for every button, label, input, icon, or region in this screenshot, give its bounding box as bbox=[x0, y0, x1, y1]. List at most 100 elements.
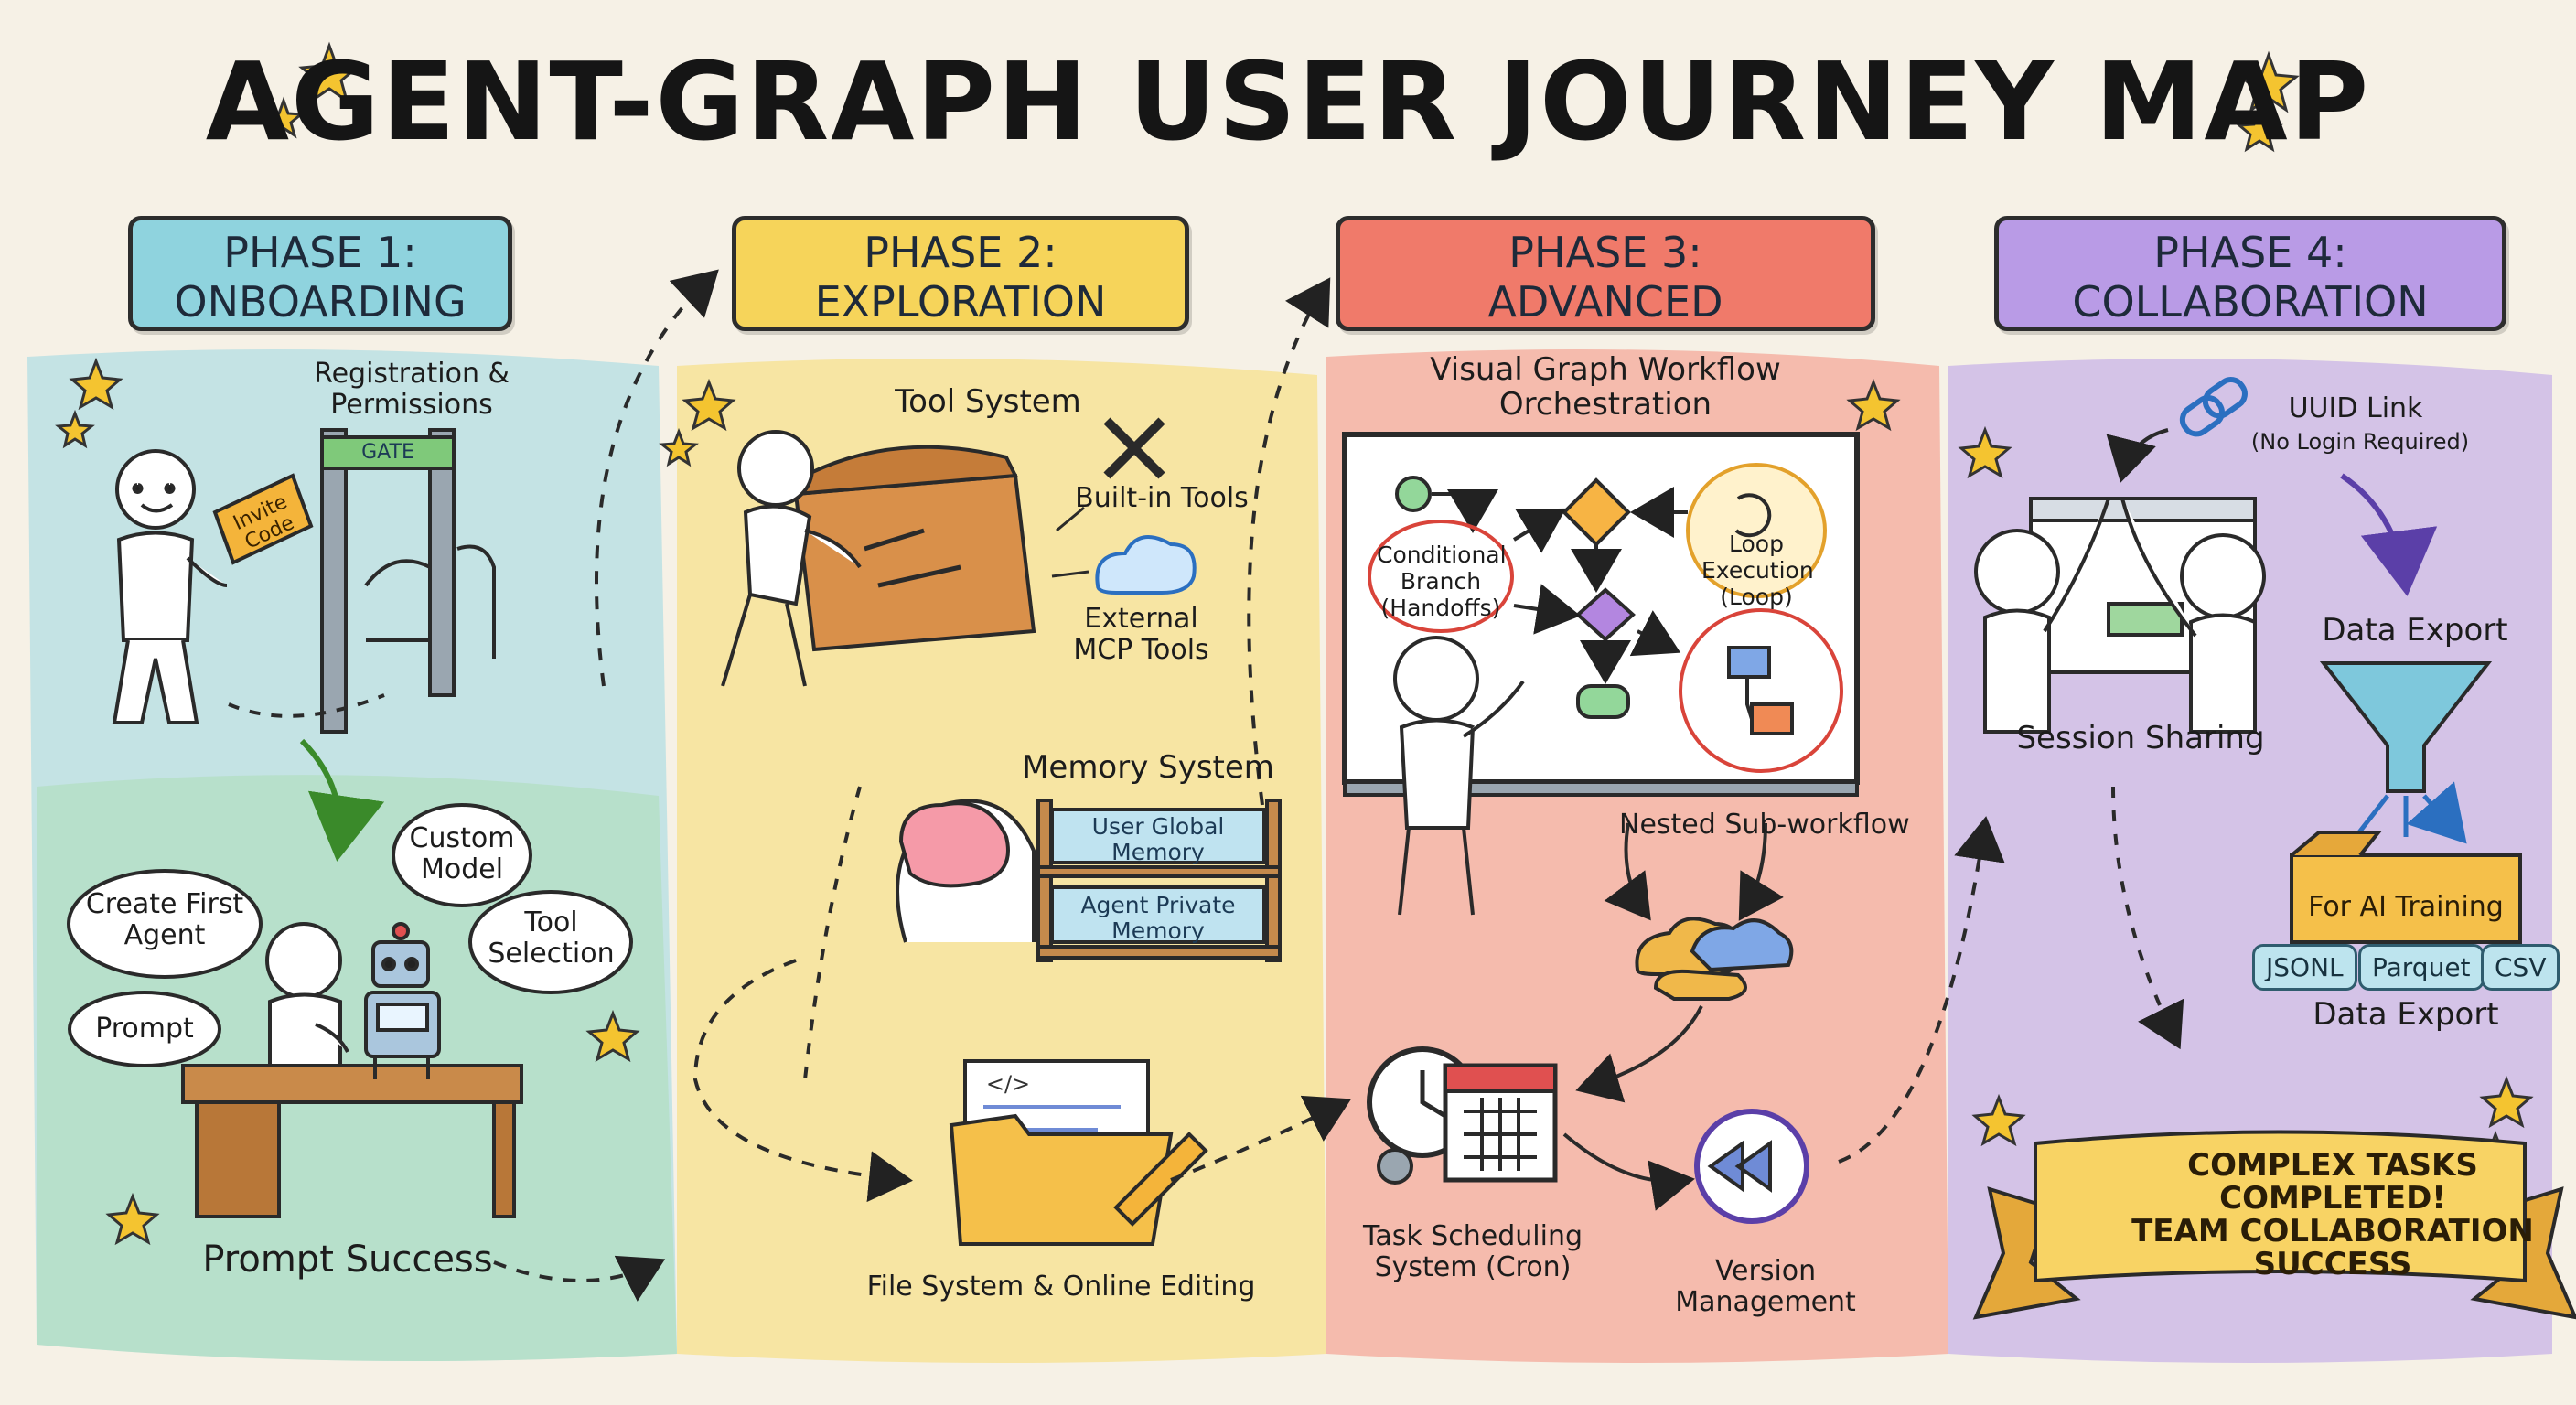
format-csv-chip: CSV bbox=[2481, 944, 2560, 991]
registration-label: Registration & Permissions bbox=[314, 358, 510, 421]
star-icon bbox=[298, 41, 360, 104]
toolbox-icon bbox=[792, 445, 1036, 652]
code-glyph: </> bbox=[985, 1071, 1031, 1097]
custom-model-label: Custom Model bbox=[409, 822, 515, 885]
success-banner-text: COMPLEX TASKS COMPLETED! TEAM COLLABORAT… bbox=[2077, 1149, 2576, 1281]
bubble-custom-model bbox=[392, 803, 532, 907]
phase2-header: PHASE 2: EXPLORATION bbox=[732, 216, 1189, 331]
dashed-path-p1-p2 bbox=[493, 1255, 666, 1302]
bubble-tool-selection bbox=[468, 890, 633, 994]
phase4-title: COLLABORATION bbox=[2072, 277, 2429, 327]
page-title: AGENT-GRAPH USER JOURNEY MAP bbox=[205, 38, 2371, 165]
user-global-memory-label: User Global Memory bbox=[1091, 813, 1225, 865]
external-mcp-label: External MCP Tools bbox=[1073, 603, 1209, 666]
star-icon bbox=[1958, 425, 2012, 479]
phase1-illustrations bbox=[67, 428, 666, 1302]
merge-diamond bbox=[1575, 587, 1636, 642]
chain-link-icon bbox=[2179, 377, 2248, 437]
training-box-icon bbox=[2290, 831, 2522, 944]
phase3-number: PHASE 3: bbox=[1508, 228, 1702, 277]
nested-subworkflow-label: Nested Sub-workflow bbox=[1619, 809, 1910, 841]
phase3-title: ADVANCED bbox=[1487, 277, 1723, 327]
gear-icon bbox=[1377, 1148, 1413, 1185]
data-export-bottom-label: Data Export bbox=[2313, 996, 2499, 1033]
file-system-label: File System & Online Editing bbox=[866, 1271, 1256, 1303]
pencil-icon bbox=[1113, 1132, 1208, 1227]
ai-training-label: For AI Training bbox=[2308, 891, 2504, 923]
stick-figure-icon bbox=[721, 430, 862, 687]
banner-line-1: COMPLEX TASKS bbox=[2187, 1147, 2478, 1184]
task-scheduling-label: Task Scheduling System (Cron) bbox=[1362, 1220, 1583, 1283]
prompt-success-label: Prompt Success bbox=[202, 1239, 493, 1281]
create-agent-label: Create First Agent bbox=[85, 888, 244, 951]
gate-label: GATE bbox=[361, 441, 414, 464]
phase1-title: ONBOARDING bbox=[174, 277, 467, 327]
stick-figure-icon bbox=[1393, 636, 1525, 916]
bubble-prompt bbox=[68, 991, 221, 1067]
gate-icon bbox=[320, 428, 496, 734]
agent-private-memory-label: Agent Private Memory bbox=[1080, 892, 1236, 944]
success-banner-icon bbox=[1972, 1130, 2576, 1320]
cloud-cluster-icon bbox=[1635, 917, 1794, 1001]
star-icon bbox=[2236, 105, 2283, 153]
brain-head-icon bbox=[896, 799, 1036, 943]
tool-selection-label: Tool Selection bbox=[488, 906, 615, 970]
no-login-label: (No Login Required) bbox=[2250, 429, 2470, 455]
calendar-icon bbox=[1443, 1063, 1558, 1183]
conditional-branch-label: Conditional Branch (Handoffs) bbox=[1377, 542, 1507, 621]
star-icon bbox=[2238, 50, 2300, 113]
folder-icon bbox=[949, 1059, 1174, 1246]
phase2-number: PHASE 2: bbox=[864, 228, 1057, 277]
phase4-header: PHASE 4: COLLABORATION bbox=[1994, 216, 2506, 331]
rewind-icon bbox=[1694, 1109, 1809, 1224]
star-icon bbox=[263, 96, 305, 139]
star-icon bbox=[105, 1192, 160, 1246]
dashed-path-loop bbox=[692, 959, 913, 1203]
memory-shelf-icon bbox=[1036, 799, 1282, 962]
format-parquet-chip: Parquet bbox=[2358, 944, 2485, 991]
star-icon bbox=[1971, 1093, 2026, 1147]
phase3-illustrations bbox=[1342, 432, 2005, 1224]
phase3-header: PHASE 3: ADVANCED bbox=[1336, 216, 1875, 331]
version-management-label: Version Management bbox=[1675, 1255, 1856, 1318]
banner-line-4: SUCCESS bbox=[2253, 1246, 2412, 1282]
format-jsonl-chip: JSONL bbox=[2252, 944, 2357, 991]
star-icon bbox=[2479, 1075, 2534, 1129]
refresh-icon bbox=[1734, 493, 1772, 538]
star-icon bbox=[682, 378, 736, 432]
loop-node bbox=[1686, 463, 1827, 598]
cloud-icon bbox=[1095, 535, 1197, 595]
phase4-number: PHASE 4: bbox=[2153, 228, 2347, 277]
sparkle-stars bbox=[55, 41, 2534, 1246]
prompt-label: Prompt bbox=[95, 1013, 194, 1045]
uuid-link-label: UUID Link bbox=[2288, 392, 2423, 424]
star-icon bbox=[55, 409, 95, 449]
ticket-icon bbox=[212, 473, 314, 565]
desk-icon bbox=[181, 1064, 523, 1218]
conditional-branch-node bbox=[1368, 520, 1514, 633]
star-icon bbox=[585, 1009, 640, 1063]
session-sharing-label: Session Sharing bbox=[2016, 720, 2265, 756]
builtin-tools-label: Built-in Tools bbox=[1075, 482, 1249, 514]
dashed-path-p2-p3 bbox=[1170, 1095, 1352, 1182]
phase1-header: PHASE 1: ONBOARDING bbox=[128, 216, 512, 331]
bubble-create-agent bbox=[67, 869, 263, 979]
phase2-title: EXPLORATION bbox=[814, 277, 1107, 327]
star-icon bbox=[659, 427, 699, 467]
dashed-arrow-up-to-phase2 bbox=[595, 269, 719, 687]
star-icon bbox=[1846, 378, 1901, 432]
green-down-arrow bbox=[299, 738, 385, 862]
nested-subflow-node bbox=[1679, 608, 1843, 773]
footstep-trail bbox=[2111, 786, 2184, 1050]
data-export-top-label: Data Export bbox=[2322, 612, 2508, 649]
wrench-screwdriver-icon bbox=[1103, 417, 1165, 479]
robot-icon bbox=[364, 922, 441, 1079]
banner-line-3: TEAM COLLABORATION bbox=[2131, 1213, 2534, 1249]
start-node bbox=[1395, 476, 1432, 512]
workflow-label: Visual Graph Workflow Orchestration bbox=[1430, 351, 1781, 424]
person-at-desk-icon bbox=[265, 922, 349, 1067]
footstep-trail bbox=[228, 693, 385, 718]
high-five-people-icon bbox=[1974, 498, 2266, 734]
